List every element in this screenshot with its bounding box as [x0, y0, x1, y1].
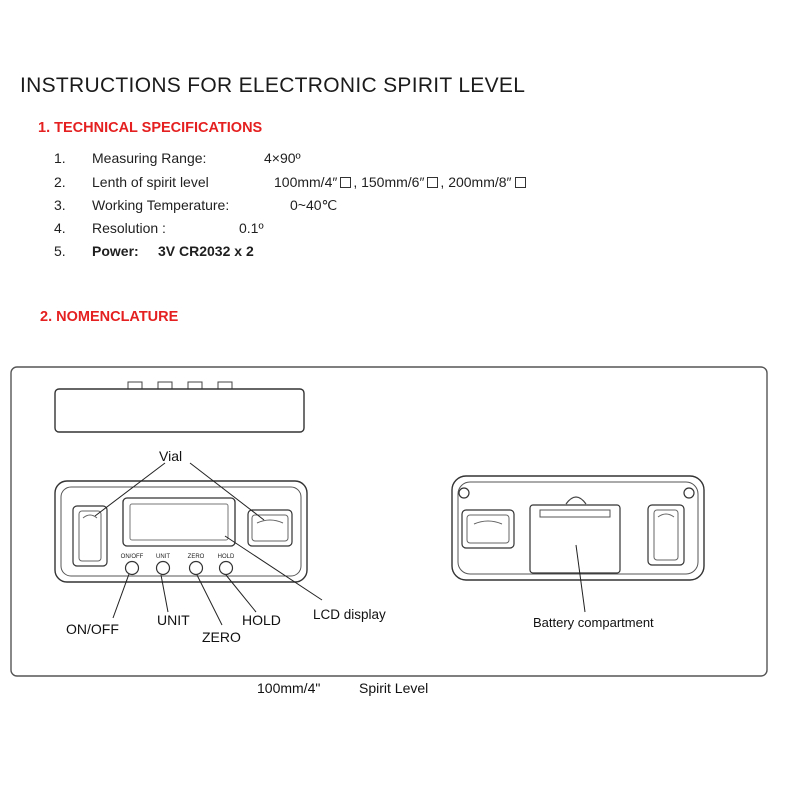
lcd-display-icon [122, 497, 236, 547]
callout-zero: ZERO [202, 629, 241, 645]
button-label-unit: UNIT [156, 554, 170, 560]
back-vertical-vial-icon [647, 504, 685, 566]
back-body-inner [457, 481, 699, 575]
caption-size: 100mm/4" [257, 680, 321, 696]
hold-button-icon [218, 560, 234, 576]
right-vial-icon [247, 509, 293, 547]
button-label-hold: HOLD [218, 554, 235, 560]
top-button [157, 381, 173, 390]
spec-number: 2. [54, 174, 66, 190]
spec-number: 5. [54, 243, 66, 259]
callout-onoff: ON/OFF [66, 621, 119, 637]
callout-lcd-display: LCD display [313, 607, 386, 622]
diagram-frame [10, 366, 768, 677]
callout-unit: UNIT [157, 612, 190, 628]
unit-button-icon [155, 560, 171, 576]
section-heading-specifications: 1. TECHNICAL SPECIFICATIONS [38, 120, 263, 136]
onoff-button-icon [124, 560, 140, 576]
battery-latch-icon [565, 496, 587, 505]
screw-icon [458, 487, 470, 499]
spec-number: 4. [54, 220, 66, 236]
top-button [217, 381, 233, 390]
button-label-zero: ZERO [188, 554, 205, 560]
front-body-inner [60, 486, 302, 577]
spec-number: 1. [54, 150, 66, 166]
document-title: INSTRUCTIONS FOR ELECTRONIC SPIRIT LEVEL [20, 74, 526, 97]
button-label-onoff: ON/OFF [121, 554, 144, 560]
callout-hold: HOLD [242, 612, 281, 628]
level-back-view [451, 475, 705, 613]
level-front-view: ON/OFF UNIT ZERO HOLD [54, 480, 308, 583]
spec-label: Measuring Range: [92, 150, 207, 166]
caption-name: Spirit Level [359, 680, 429, 696]
checkbox-square-icon [427, 177, 439, 188]
checkbox-square-icon [514, 177, 526, 188]
length-option: , 200mm/8″ [440, 174, 512, 190]
callout-battery-compartment: Battery compartment [533, 615, 654, 630]
callout-lines [94, 462, 323, 626]
section-heading-nomenclature: 2. NOMENCLATURE [40, 309, 179, 325]
spec-value: 0.1º [239, 220, 264, 236]
back-body-outer [451, 475, 705, 581]
length-option: 100mm/4″ [274, 174, 338, 190]
spec-label: Working Temperature: [92, 197, 230, 213]
spec-value: 4×90º [264, 150, 301, 166]
level-top-body [54, 388, 305, 433]
spec-label: Power: [92, 243, 139, 259]
front-body-outer [54, 480, 308, 583]
spec-label: Resolution : [92, 220, 166, 236]
spec-value: 0~40℃ [290, 197, 338, 213]
top-button [187, 381, 203, 390]
spec-number: 3. [54, 197, 66, 213]
zero-button-icon [188, 560, 204, 576]
back-horizontal-vial-icon [461, 509, 515, 549]
checkbox-square-icon [340, 177, 352, 188]
screw-icon [683, 487, 695, 499]
battery-compartment-icon [529, 504, 621, 574]
length-option: , 150mm/6″ [353, 174, 425, 190]
level-top-view [54, 381, 305, 433]
spec-value: 100mm/4″ , 150mm/6″ , 200mm/8″ [274, 174, 528, 190]
callout-line-battery [575, 544, 586, 613]
spec-value: 3V CR2032 x 2 [158, 243, 254, 259]
top-button [127, 381, 143, 390]
spec-label: Lenth of spirit level [92, 174, 209, 190]
left-vial-icon [72, 505, 108, 567]
callout-vial: Vial [159, 448, 182, 464]
